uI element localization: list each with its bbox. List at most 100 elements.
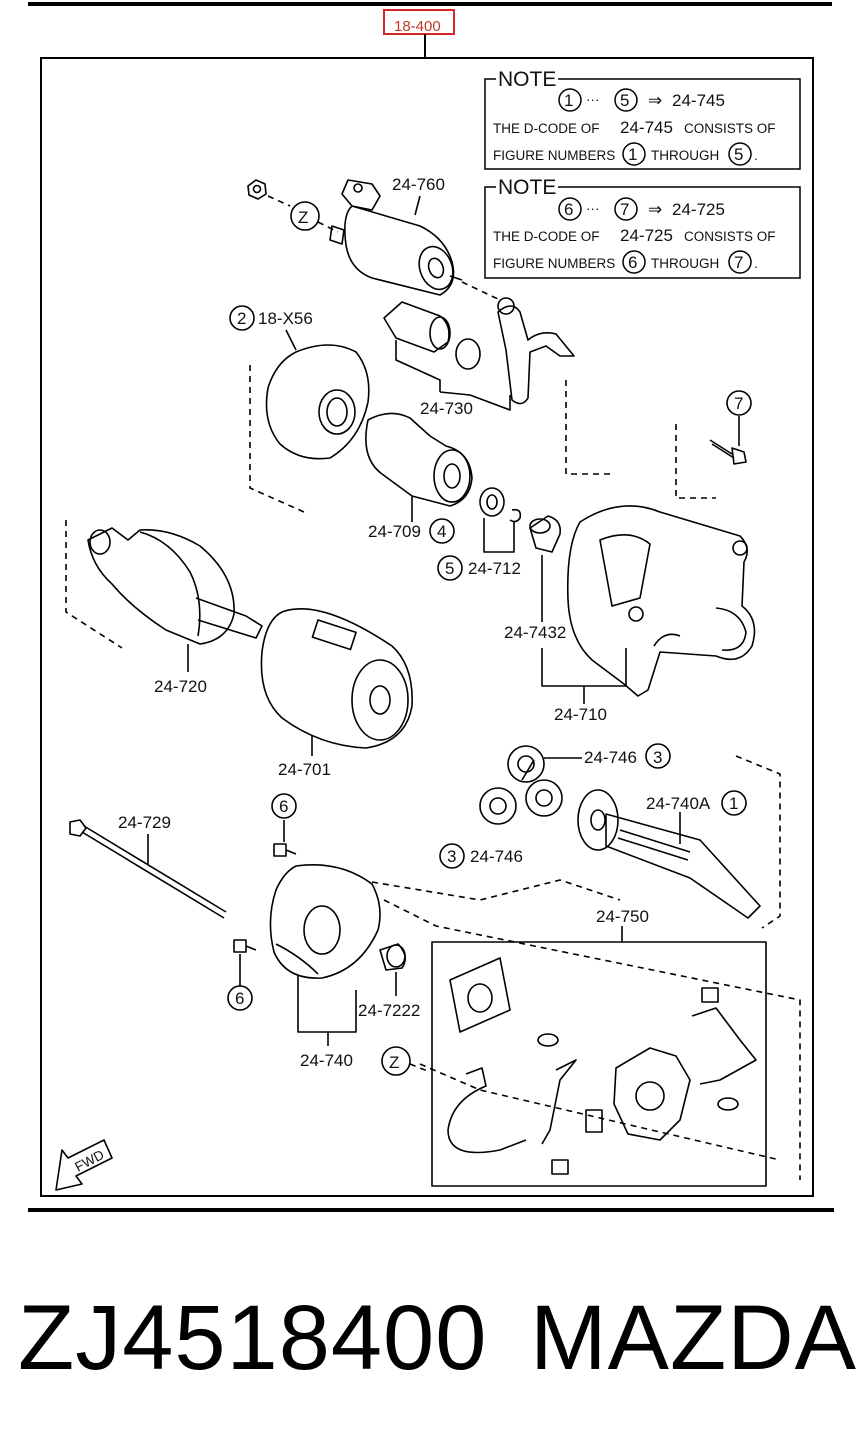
- note-1-arrow: ⇒: [648, 91, 662, 110]
- bolt-icon-7: [709, 439, 747, 465]
- label-24-712: 24-712: [468, 559, 521, 578]
- callout-circle-1: [721, 790, 747, 816]
- note-2-dots: ···: [586, 201, 600, 216]
- bush-icon: [529, 515, 562, 553]
- label-24-710: 24-710: [554, 705, 607, 724]
- brush-spring-icons: [537, 987, 739, 1175]
- pinion-shaft-icon: [577, 789, 761, 919]
- note-1-heading: NOTE: [498, 68, 556, 91]
- label-24-7222: 24-7222: [358, 1001, 420, 1020]
- planet-gear-icon-left: [479, 787, 517, 825]
- yoke-icon: [260, 608, 413, 749]
- note-2-from: 6: [564, 200, 573, 219]
- solenoid-icon: [329, 179, 463, 296]
- note-2-line1-c: CONSISTS OF: [684, 229, 776, 244]
- label-fwd: FWD: [72, 1147, 106, 1175]
- label-24-701: 24-701: [278, 760, 331, 779]
- label-24-729: 24-729: [118, 813, 171, 832]
- note-2-line2-b: THROUGH: [651, 256, 719, 271]
- brush-holder-icon: [613, 1047, 691, 1141]
- plunger-icon: [383, 301, 481, 370]
- z-callout-top: [290, 201, 320, 231]
- note-2-heading: NOTE: [498, 176, 556, 199]
- planet-gear-icon-mid: [525, 779, 563, 817]
- nut-leader: [267, 195, 291, 207]
- label-24-760: 24-760: [392, 175, 445, 194]
- ref-code: 18-400: [394, 18, 441, 35]
- screw-icon-6-top: [273, 843, 297, 857]
- label-6-bottom: 6: [235, 989, 244, 1008]
- note-2-line2-a: FIGURE NUMBERS: [493, 256, 615, 271]
- label-18-x56: 18-X56: [258, 309, 313, 328]
- note-2-from-2: 6: [628, 253, 637, 272]
- note-1-from-2: 1: [628, 145, 637, 164]
- note-2-code: 24-725: [672, 200, 725, 219]
- callout-circle-3b: [439, 843, 465, 869]
- note-1-to-2: 5: [734, 145, 743, 164]
- label-24-740a: 24-740A: [646, 794, 711, 813]
- label-24-740a-num: 1: [729, 794, 738, 813]
- planet-gear-icon-top: [507, 745, 545, 783]
- callout-circle-6-top: [271, 793, 297, 819]
- brand-name: MAZDA: [530, 1287, 857, 1389]
- note-1-code: 24-745: [672, 91, 725, 110]
- rear-bush-icon: [379, 943, 406, 971]
- note-2-to-2: 7: [734, 253, 743, 272]
- label-24-750: 24-750: [596, 907, 649, 926]
- note-2-to: 7: [620, 200, 629, 219]
- callout-circle-2: [229, 305, 255, 331]
- label-24-709-num: 4: [437, 522, 446, 541]
- note-1-line1-b: 24-745: [620, 118, 673, 137]
- note-1-period: .: [754, 148, 758, 163]
- note-2-arrow: ⇒: [648, 200, 662, 219]
- brush-holder-box: [431, 941, 767, 1187]
- cover-plate-icon: [265, 344, 370, 460]
- screw-icon-6-bottom: [233, 939, 257, 953]
- label-24-746-bottom-num: 3: [447, 847, 456, 866]
- drive-housing-icon: [566, 505, 756, 697]
- note-1-line2-a: FIGURE NUMBERS: [493, 148, 615, 163]
- bearing-icon: [479, 487, 522, 523]
- label-24-746-top-num: 3: [653, 748, 662, 767]
- label-24-740: 24-740: [300, 1051, 353, 1070]
- nut-icon: [247, 179, 267, 200]
- label-24-709: 24-709: [368, 522, 421, 541]
- note-2-period: .: [754, 256, 758, 271]
- label-z-bottom: Z: [389, 1053, 399, 1072]
- label-z-top: Z: [298, 208, 308, 227]
- insulator-plate-icon: [449, 957, 511, 1033]
- diagram-frame: [40, 57, 814, 1197]
- shift-lever-icon: [497, 297, 575, 405]
- label-24-730: 24-730: [420, 399, 473, 418]
- callout-circle-6-bottom: [227, 985, 253, 1011]
- pinion-gear-icon: [365, 412, 473, 507]
- ref-code-box: [383, 9, 455, 35]
- note-1-to: 5: [620, 91, 629, 110]
- label-7-top: 7: [734, 394, 743, 413]
- rear-cover-icon: [269, 864, 381, 979]
- label-24-746-bottom: 24-746: [470, 847, 523, 866]
- label-24-7432: 24-7432: [504, 623, 566, 642]
- callout-circle-4: [429, 518, 455, 544]
- note-2-line1-b: 24-725: [620, 226, 673, 245]
- label-6-top: 6: [279, 797, 288, 816]
- label-18-x56-num: 2: [237, 309, 246, 328]
- note-1-from: 1: [564, 91, 573, 110]
- note-box-2: NOTE 6 ··· 7 ⇒ 24-725 THE D-CODE OF 24-7…: [484, 174, 801, 279]
- brush-lead-icon: [447, 1007, 757, 1154]
- z-callout-bottom: [381, 1046, 411, 1076]
- callout-circle-7: [726, 390, 752, 416]
- note-2-line1-a: THE D-CODE OF: [493, 229, 600, 244]
- note-box-1: NOTE 1 ··· 5 ⇒ 24-745 THE D-CODE OF 24-7…: [484, 66, 801, 170]
- through-bolt-icon: [69, 819, 227, 919]
- fwd-arrow-icon: [55, 1139, 113, 1191]
- callout-circle-3a: [645, 743, 671, 769]
- callout-circle-5: [437, 555, 463, 581]
- note-1-dots: ···: [586, 92, 600, 107]
- label-24-720: 24-720: [154, 677, 207, 696]
- note-1-line1-c: CONSISTS OF: [684, 121, 776, 136]
- label-24-746-top: 24-746: [584, 748, 637, 767]
- note-1-line1-a: THE D-CODE OF: [493, 121, 600, 136]
- armature-icon: [87, 527, 263, 645]
- part-number: ZJ4518400: [18, 1287, 488, 1389]
